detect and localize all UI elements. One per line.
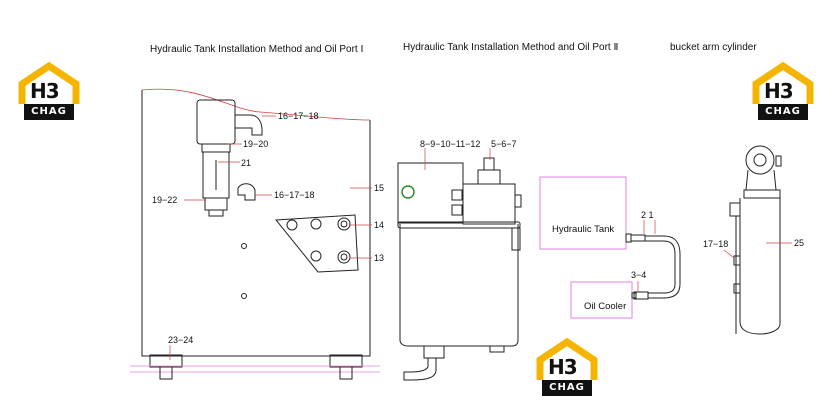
callout-15: 15 (374, 183, 384, 193)
logo-roof-icon (752, 62, 814, 104)
cylinder-leaders (723, 242, 792, 259)
logo-mark: H3 (548, 355, 578, 379)
callout-21: 21 (241, 158, 251, 168)
callout-19-22: 19−22 (152, 195, 177, 205)
logo-mark: H3 (764, 79, 794, 103)
tank-1-drawing (130, 88, 380, 380)
tank-2-drawing (397, 157, 522, 381)
callout-19-20: 19−20 (243, 139, 268, 149)
hydraulic-tank-box (539, 176, 627, 250)
callout-8-9-10-11-12: 8−9−10−11−12 (420, 139, 480, 149)
oil-cooler-box (570, 281, 633, 319)
title-oil-port-2: Hydraulic Tank Installation Method and O… (403, 42, 619, 53)
logo-roof-icon (18, 62, 80, 104)
callout-17-18: 17−18 (703, 239, 728, 249)
tank-2-leaders (424, 148, 491, 170)
title-oil-port-1: Hydraulic Tank Installation Method and O… (150, 44, 364, 55)
callout-25: 25 (794, 238, 804, 248)
bucket-arm-cylinder-drawing (729, 145, 782, 335)
chag-logo: H3 CHAG (752, 62, 814, 120)
title-bucket-arm-cylinder: bucket arm cylinder (670, 42, 757, 53)
callout-5-6-7: 5−6−7 (491, 139, 517, 149)
schematic-leaders (637, 220, 656, 292)
tank-1-leaders (169, 115, 372, 360)
chag-logo: H3 CHAG (18, 62, 80, 120)
callout-14: 14 (374, 220, 384, 230)
logo-mark: H3 (30, 79, 60, 103)
callout-16-17-18-mid: 16−17−18 (274, 190, 315, 200)
chag-logo: H3 CHAG (536, 338, 598, 396)
logo-wordmark: CHAG (24, 104, 74, 120)
callout-3-4: 3−4 (631, 270, 646, 280)
schematic (539, 176, 681, 319)
hydraulic-tank-label: Hydraulic Tank (552, 224, 614, 235)
logo-wordmark: CHAG (758, 104, 808, 120)
oil-cooler-label: Oil Cooler (584, 301, 626, 312)
callout-23-24: 23−24 (168, 335, 193, 345)
callout-13: 13 (374, 253, 384, 263)
callout-2-1: 2 1 (641, 210, 654, 220)
callout-16-17-18-top: 16−17−18 (278, 111, 319, 121)
logo-roof-icon (536, 338, 598, 380)
logo-wordmark: CHAG (542, 380, 592, 396)
